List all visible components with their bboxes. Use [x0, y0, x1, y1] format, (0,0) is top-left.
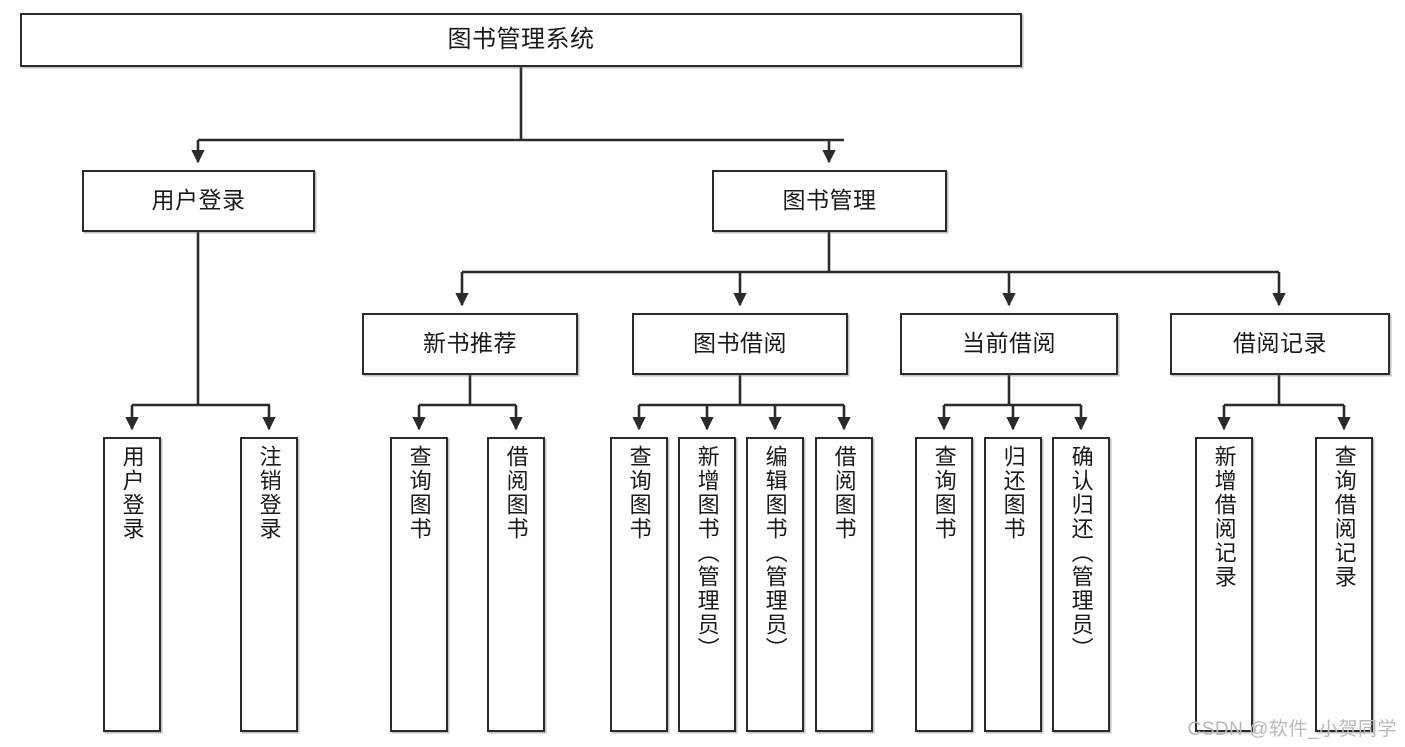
node-leaf-add-book[interactable]: 新增图书（管理员）	[678, 437, 736, 732]
node-leaf-add-borrow-record[interactable]: 新增借阅记录	[1195, 437, 1253, 732]
node-leaf-borrow-book-recommend[interactable]: 借阅图书	[487, 437, 545, 732]
node-label: 借阅记录	[1233, 330, 1327, 357]
node-user-login[interactable]: 用户登录	[82, 170, 315, 232]
node-label: 图书借阅	[693, 330, 787, 357]
node-label: 当前借阅	[962, 330, 1056, 357]
node-label: 编辑图书（管理员）	[762, 445, 788, 661]
node-leaf-edit-book[interactable]: 编辑图书（管理员）	[746, 437, 804, 732]
node-leaf-user-login[interactable]: 用户登录	[103, 437, 161, 732]
node-label: 新增图书（管理员）	[694, 445, 720, 661]
node-label: 注销登录	[256, 445, 282, 541]
node-label: 借阅图书	[503, 445, 529, 541]
node-label: 查询借阅记录	[1331, 445, 1357, 589]
csdn-watermark: CSDN @软件_小贺同学	[1187, 719, 1397, 740]
node-label: 用户登录	[119, 445, 145, 541]
node-label: 查询图书	[626, 445, 652, 541]
node-label: 确认归还（管理员）	[1068, 445, 1094, 661]
node-label: 查询图书	[406, 445, 432, 541]
node-current-borrow[interactable]: 当前借阅	[900, 313, 1118, 375]
node-leaf-borrow-book[interactable]: 借阅图书	[815, 437, 873, 732]
node-label: 图书管理	[782, 187, 877, 214]
node-label: 新增借阅记录	[1211, 445, 1237, 589]
node-root-system[interactable]: 图书管理系统	[20, 13, 1022, 67]
node-leaf-user-logout[interactable]: 注销登录	[240, 437, 298, 732]
node-label: 图书管理系统	[447, 25, 595, 53]
node-leaf-confirm-return[interactable]: 确认归还（管理员）	[1052, 437, 1110, 732]
node-leaf-query-borrow-record[interactable]: 查询借阅记录	[1315, 437, 1373, 732]
node-label: 归还图书	[1000, 445, 1026, 541]
node-leaf-query-book-current[interactable]: 查询图书	[915, 437, 973, 732]
node-leaf-query-book-recommend[interactable]: 查询图书	[390, 437, 448, 732]
node-book-borrow[interactable]: 图书借阅	[632, 313, 848, 375]
node-label: 用户登录	[151, 187, 246, 214]
node-leaf-query-book-borrow[interactable]: 查询图书	[610, 437, 668, 732]
node-new-book-recommend[interactable]: 新书推荐	[362, 313, 578, 375]
node-book-management[interactable]: 图书管理	[712, 170, 947, 232]
node-label: 新书推荐	[423, 330, 517, 357]
node-label: 查询图书	[931, 445, 957, 541]
node-borrow-record[interactable]: 借阅记录	[1170, 313, 1390, 375]
node-label: 借阅图书	[831, 445, 857, 541]
node-leaf-return-book[interactable]: 归还图书	[984, 437, 1042, 732]
